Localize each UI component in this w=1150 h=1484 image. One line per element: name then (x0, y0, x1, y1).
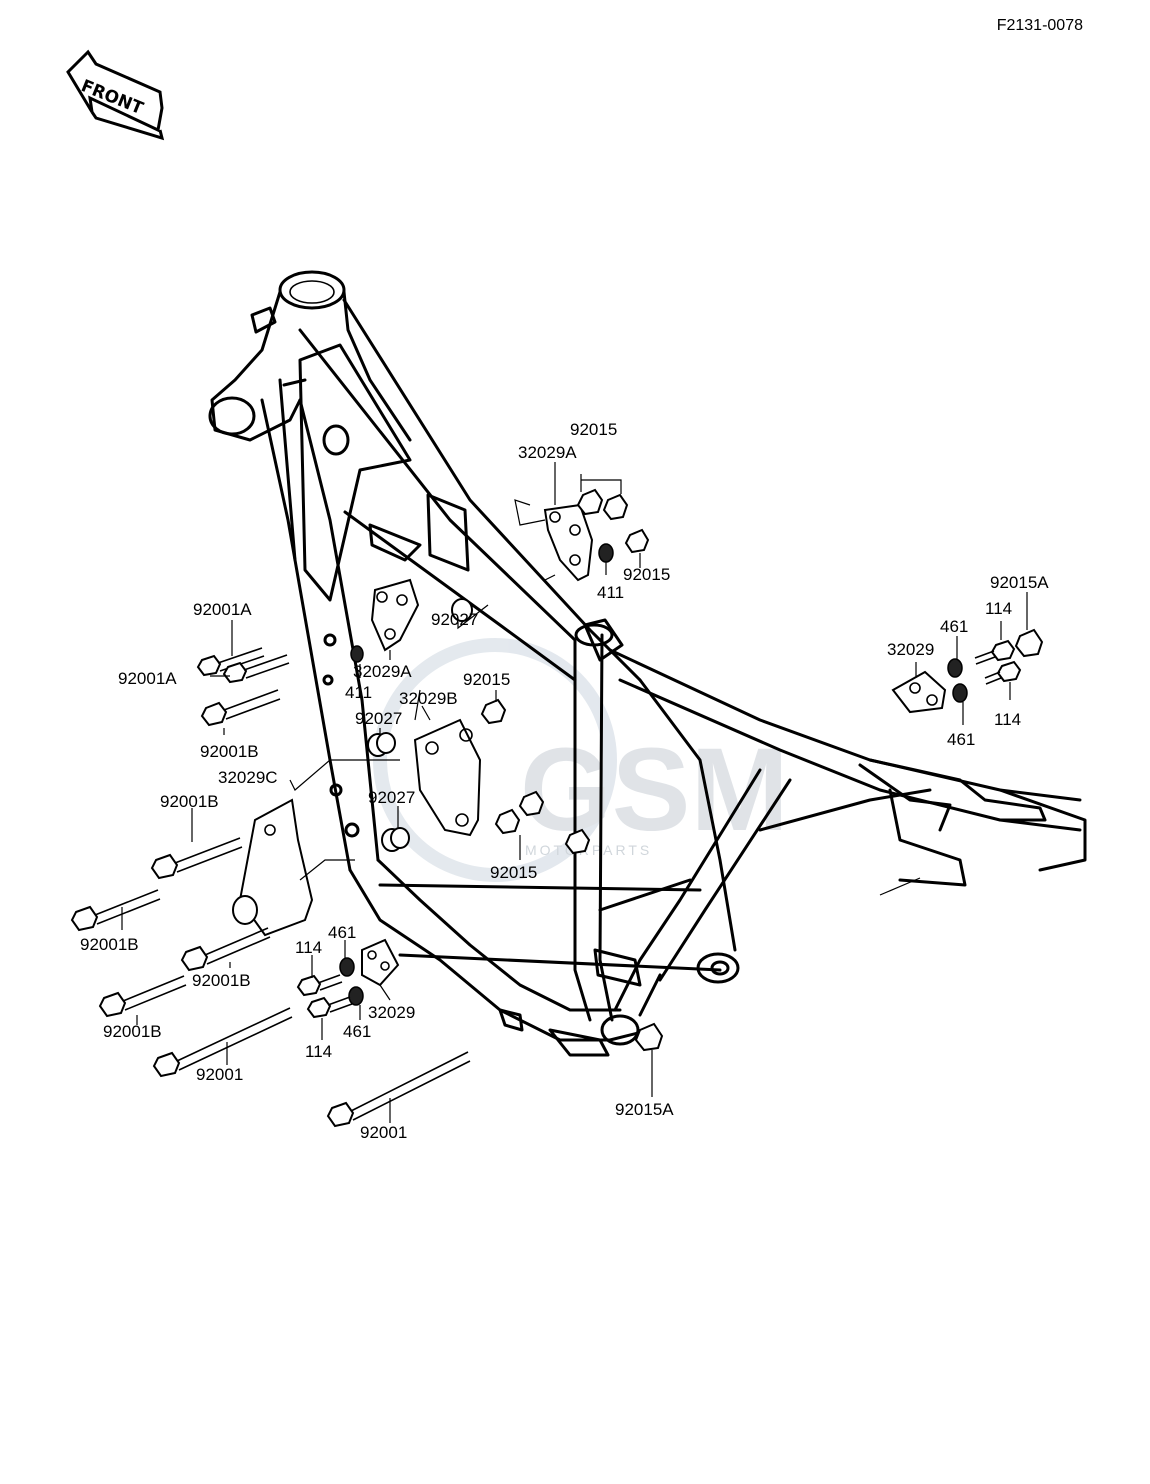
collar-92027-2 (367, 732, 396, 757)
washer-461-right (947, 658, 968, 703)
bolt-92001B-3 (70, 889, 161, 932)
bolt-92001B-1 (200, 689, 281, 727)
bolt-92001-1 (152, 1007, 293, 1078)
washer-411-top (598, 543, 614, 563)
bracket-32029A-top (543, 503, 594, 582)
bolt-92001A-2 (222, 654, 290, 684)
nut-92015-c (480, 698, 507, 725)
washer-411-mid (350, 645, 364, 663)
document-code: F2131-0078 (997, 17, 1083, 34)
label-92001B: 92001B (80, 935, 139, 954)
collar-92027-3 (381, 827, 410, 852)
label-32029: 32029 (887, 640, 934, 659)
label-92001A: 92001A (193, 600, 252, 619)
bolt-92001B-4 (180, 927, 271, 972)
nut-92015-d (494, 790, 591, 855)
label-92001B: 92001B (103, 1022, 162, 1041)
bolt-92001A-1 (196, 647, 265, 677)
label-92027: 92027 (355, 709, 402, 728)
label-92015: 92015 (623, 565, 670, 584)
label-92015A: 92015A (615, 1100, 674, 1119)
label-92015: 92015 (463, 670, 510, 689)
bolt-114-low (296, 974, 353, 1019)
bracket-32029-right (891, 670, 947, 714)
bracket-32029A-mid (370, 578, 420, 652)
label-461: 461 (328, 923, 356, 942)
part-labels: 92015 32029A 92015 411 92015A 461 114 32… (80, 420, 1049, 1142)
label-92015: 92015 (490, 863, 537, 882)
bolt-114-right (974, 639, 1022, 685)
bolt-92001B-2 (150, 837, 243, 880)
label-92027: 92027 (368, 788, 415, 807)
bracket-32029B (413, 718, 482, 837)
leader-lines (121, 462, 1028, 1123)
label-461: 461 (343, 1022, 371, 1041)
nut-92015-top-pair (576, 488, 650, 554)
label-114: 114 (305, 1042, 332, 1061)
label-32029A: 32029A (518, 443, 577, 462)
label-92015: 92015 (570, 420, 617, 439)
collar-92027-1 (451, 598, 473, 622)
label-92001B: 92001B (192, 971, 251, 990)
bolt-92001-2 (326, 1051, 471, 1128)
label-114: 114 (994, 710, 1021, 729)
bracket-32029-low (361, 938, 400, 987)
label-92001: 92001 (360, 1123, 407, 1142)
label-32029A: 32029A (353, 662, 412, 681)
label-92001B: 92001B (160, 792, 219, 811)
nut-92015A-bottom (634, 1022, 664, 1052)
label-114: 114 (295, 938, 322, 957)
label-461: 461 (947, 730, 975, 749)
watermark-subtext: MOTORPARTS (525, 842, 652, 858)
label-32029B: 32029B (399, 689, 458, 708)
nut-92015A-right (1014, 628, 1044, 658)
label-411: 411 (345, 683, 372, 702)
label-92001: 92001 (196, 1065, 243, 1084)
label-32029C: 32029C (218, 768, 278, 787)
label-92015A: 92015A (990, 573, 1049, 592)
watermark-text: GSM (520, 724, 789, 856)
label-92001A: 92001A (118, 669, 177, 688)
front-arrow-icon (66, 49, 165, 141)
bolt-92001B-5 (98, 975, 187, 1018)
label-92001B: 92001B (200, 742, 259, 761)
label-92027: 92027 (431, 610, 478, 629)
label-461: 461 (940, 617, 968, 636)
washer-461-low (339, 957, 364, 1006)
label-114: 114 (985, 599, 1012, 618)
bracket-32029C (232, 798, 314, 937)
label-411: 411 (597, 583, 624, 602)
label-32029: 32029 (368, 1003, 415, 1022)
motorcycle-frame (208, 270, 1087, 1057)
